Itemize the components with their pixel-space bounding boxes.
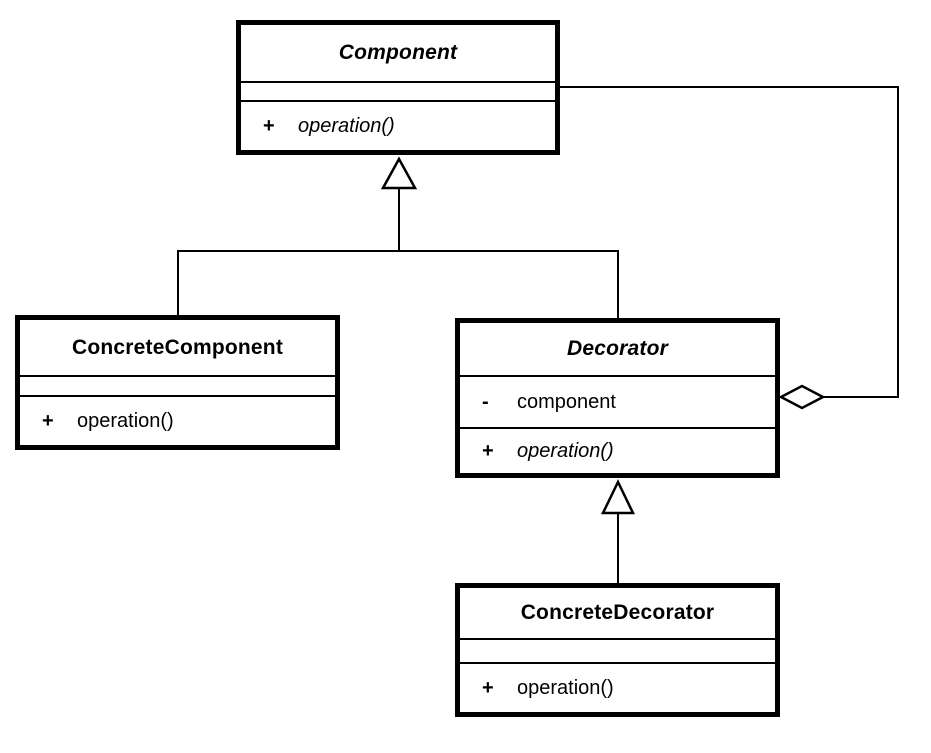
operation-name: operation() <box>517 440 614 462</box>
attributes-section: - component <box>460 375 775 427</box>
operations-section: + operation() <box>460 427 775 473</box>
visibility-plus: + <box>42 410 54 432</box>
class-box-component: Component + operation() <box>236 20 560 155</box>
class-name-concrete-decorator: ConcreteDecorator <box>520 601 715 624</box>
class-name-concrete-component: ConcreteComponent <box>71 335 284 359</box>
aggregation-diamond-icon <box>778 384 826 410</box>
generalization-triangle-icon <box>601 479 635 515</box>
attributes-section-empty <box>20 375 335 395</box>
class-name-decorator: Decorator <box>567 337 668 360</box>
operation-name: operation() <box>517 677 614 699</box>
operations-section: + operation() <box>20 395 335 445</box>
aggregation-line <box>558 86 899 398</box>
class-box-concrete-decorator: ConcreteDecorator + operation() <box>455 583 780 717</box>
operation-row: + operation() <box>460 664 775 712</box>
visibility-plus: + <box>482 677 494 699</box>
class-box-concrete-component: ConcreteComponent + operation() <box>15 315 340 450</box>
visibility-minus: - <box>482 391 489 413</box>
attributes-section-empty <box>460 638 775 662</box>
class-box-decorator: Decorator - component + operation() <box>455 318 780 478</box>
operation-row: + operation() <box>20 397 335 445</box>
attribute-row: - component <box>460 377 775 427</box>
operations-section: + operation() <box>241 100 555 150</box>
class-name-component: Component <box>338 41 458 64</box>
attributes-section-empty <box>241 81 555 100</box>
generalization-triangle-icon <box>380 156 418 190</box>
operation-name: operation() <box>77 410 174 432</box>
visibility-plus: + <box>482 440 494 462</box>
operation-name: operation() <box>298 115 395 137</box>
operations-section: + operation() <box>460 662 775 712</box>
visibility-plus: + <box>263 115 275 137</box>
operation-row: + operation() <box>460 429 775 473</box>
operation-row: + operation() <box>241 102 555 150</box>
attribute-name: component <box>517 391 616 413</box>
